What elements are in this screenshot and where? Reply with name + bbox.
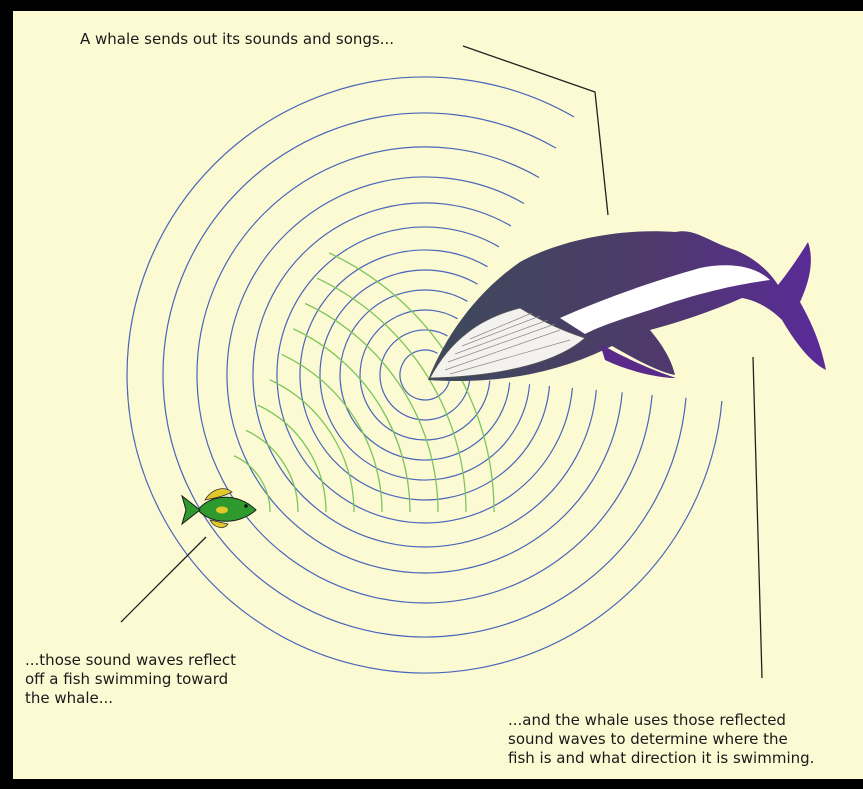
outgoing-wave-arc bbox=[162, 112, 687, 638]
outgoing-wave-arc bbox=[126, 76, 723, 674]
reflected-sound-waves bbox=[233, 252, 495, 513]
outgoing-wave-arc bbox=[252, 202, 597, 548]
outgoing-wave-arc bbox=[379, 329, 471, 421]
humpback-whale-icon bbox=[428, 231, 826, 382]
outgoing-sound-waves bbox=[126, 76, 723, 674]
reflected-wave-arc bbox=[281, 353, 383, 513]
reflected-wave-arc bbox=[245, 429, 299, 513]
leader-line-reflect bbox=[120, 536, 207, 623]
leader-line-sends bbox=[462, 45, 609, 216]
caption-determine: ...and the whale uses those reflected so… bbox=[508, 711, 815, 767]
leader-line-determine bbox=[752, 356, 763, 679]
reflected-wave-arc bbox=[316, 277, 467, 513]
reflected-wave-arc bbox=[293, 328, 411, 513]
outgoing-wave-arc bbox=[319, 269, 531, 481]
caption-reflect: ...those sound waves reflect off a fish … bbox=[25, 651, 236, 707]
fish-icon bbox=[181, 488, 257, 528]
outgoing-wave-arc bbox=[399, 349, 451, 401]
outgoing-wave-arc bbox=[359, 309, 491, 441]
outgoing-wave-arc bbox=[226, 176, 623, 574]
outgoing-wave-arc bbox=[196, 146, 653, 604]
reflected-wave-arc bbox=[233, 455, 271, 513]
reflected-wave-arc bbox=[269, 379, 355, 513]
outgoing-wave-arc bbox=[299, 249, 551, 501]
reflected-wave-arc bbox=[257, 404, 327, 513]
outgoing-wave-arc bbox=[276, 226, 573, 524]
reflected-wave-arc bbox=[304, 302, 439, 513]
outgoing-wave-arc bbox=[339, 289, 511, 461]
caption-sends: A whale sends out its sounds and songs..… bbox=[80, 30, 395, 48]
